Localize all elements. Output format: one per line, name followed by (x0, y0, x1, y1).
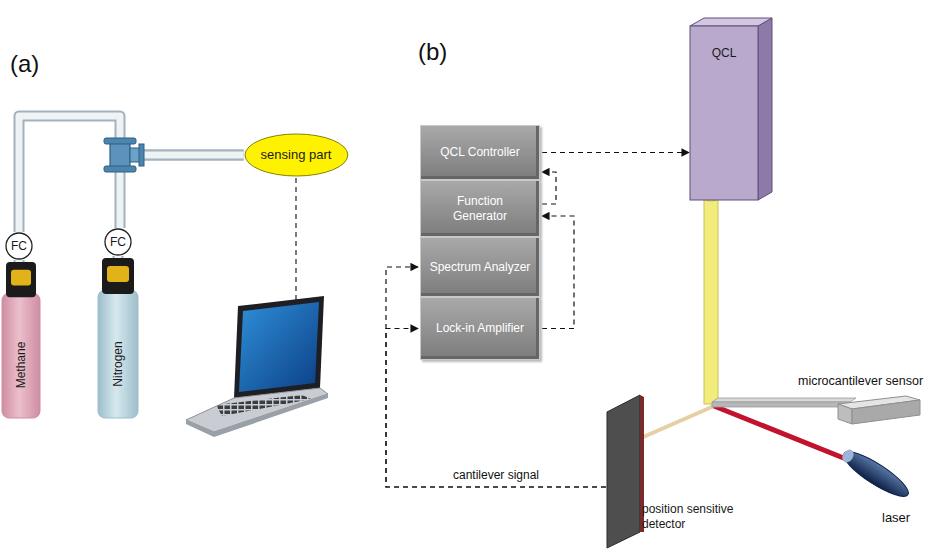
circle-outline (6, 233, 32, 259)
node-outline (690, 18, 772, 200)
detector-plate (607, 395, 640, 548)
qcl-source: QCL (690, 18, 772, 200)
signal-connector (542, 216, 574, 329)
reflected-beam (641, 406, 714, 438)
gas-cylinder: Methane (2, 262, 40, 418)
gas-cylinder: Nitrogen (98, 258, 138, 418)
sensing-ellipse: sensing part (244, 133, 349, 177)
node-label: Lock-in Amplifier (436, 321, 524, 335)
qcl-top (690, 18, 772, 26)
instrument-box: Function Generator (420, 180, 540, 237)
panel-label: (a) (10, 50, 39, 78)
node-label: Function Generator (429, 194, 531, 223)
node-label: Methane (14, 342, 28, 389)
pipe-wall (14, 260, 25, 262)
flow-controller: FC (104, 228, 132, 256)
signal-connector (386, 267, 606, 487)
dashed-line (542, 152, 689, 153)
gas-pipe (118, 256, 119, 258)
qcl-front (690, 26, 758, 200)
node-label: FC (110, 235, 126, 249)
part-label: microcantilever sensor (798, 374, 923, 388)
flow-controller: FC (5, 232, 33, 260)
node-label: QCL Controller (440, 145, 520, 159)
node-label: Nitrogen (111, 341, 125, 386)
valve-symbol (104, 138, 144, 172)
pipe-core (19, 116, 244, 232)
pipe-core (115, 256, 122, 258)
detector-plate: position sensitive detector (606, 394, 746, 549)
node-label: Spectrum Analyzer (430, 260, 531, 274)
cylinder-cap (102, 258, 134, 294)
pipe-wall (19, 116, 244, 232)
laser-beam (714, 406, 856, 463)
cylinder-body (2, 293, 40, 418)
cylinder-body (98, 290, 138, 418)
cylinder-band (107, 266, 129, 282)
laser-source (839, 445, 914, 503)
node-label: QCL (712, 46, 737, 60)
circle-outline (105, 229, 131, 255)
dashed-line (542, 216, 574, 329)
instrument-box: Spectrum Analyzer (420, 237, 540, 297)
panel-label: (b) (418, 38, 447, 66)
ellipse-outline (245, 134, 348, 176)
pipe-wall (113, 256, 124, 258)
dashed-line (542, 172, 556, 204)
instrument-box: Lock-in Amplifier (420, 297, 540, 360)
gas-pipe (19, 260, 20, 262)
node-label: position sensitive detector (642, 502, 746, 531)
node-label: FC (11, 239, 27, 253)
cylinder-cap (6, 262, 36, 297)
laptop-icon (186, 296, 328, 437)
qcl-side (758, 18, 772, 200)
node-label: sensing part (261, 147, 332, 163)
qcl-beam (704, 195, 718, 404)
instrument-box: QCL Controller (420, 125, 540, 180)
dashed-line (386, 267, 606, 487)
cylinder-band (11, 270, 31, 286)
pipe-core (16, 260, 23, 262)
part-label: laser (882, 510, 910, 525)
edge-label: cantilever signal (451, 468, 541, 482)
gas-pipe (19, 116, 244, 232)
node-outline (2, 262, 40, 418)
data-link-line (295, 178, 296, 302)
microcantilever-sensor (712, 396, 920, 424)
node-outline (98, 258, 138, 418)
signal-connector (542, 152, 689, 153)
signal-connector (542, 172, 556, 204)
